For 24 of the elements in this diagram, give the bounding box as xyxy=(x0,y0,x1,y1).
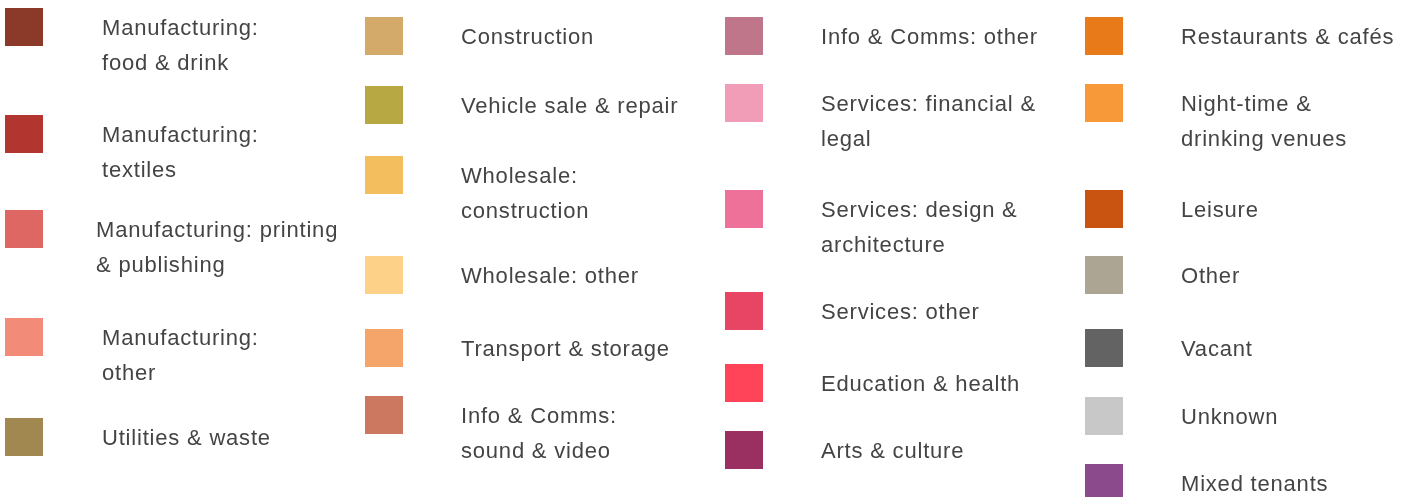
legend-label: Night-time & drinking venues xyxy=(1181,90,1349,153)
legend-label: Vacant xyxy=(1181,335,1254,363)
legend-label: Vehicle sale & repair xyxy=(461,92,680,120)
legend-label: Services: financial & legal xyxy=(821,90,1037,153)
legend-label: Construction xyxy=(461,23,596,51)
legend-label: Leisure xyxy=(1181,196,1260,224)
legend-label: Manufacturing: printing & publishing xyxy=(96,216,340,279)
legend-label: Wholesale: construction xyxy=(461,162,591,225)
legend-label: Manufacturing: textiles xyxy=(102,121,260,184)
legend-label: Manufacturing: other xyxy=(102,324,260,387)
legend-label: Wholesale: other xyxy=(461,262,640,290)
legend-label: Services: other xyxy=(821,298,981,326)
legend-label: Other xyxy=(1181,262,1242,290)
legend-label: Arts & culture xyxy=(821,437,966,465)
legend-label: Mixed tenants xyxy=(1181,470,1330,497)
legend-label: Restaurants & cafés xyxy=(1181,23,1396,51)
legend-label: Utilities & waste xyxy=(102,424,272,452)
legend-label: Unknown xyxy=(1181,403,1280,431)
legend-label: Services: design & architecture xyxy=(821,196,1019,259)
legend-label: Manufacturing: food & drink xyxy=(102,14,260,77)
legend-label: Info & Comms: sound & video xyxy=(461,402,618,465)
legend-label: Education & health xyxy=(821,370,1022,398)
legend-label: Transport & storage xyxy=(461,335,671,363)
legend-label: Info & Comms: other xyxy=(821,23,1039,51)
